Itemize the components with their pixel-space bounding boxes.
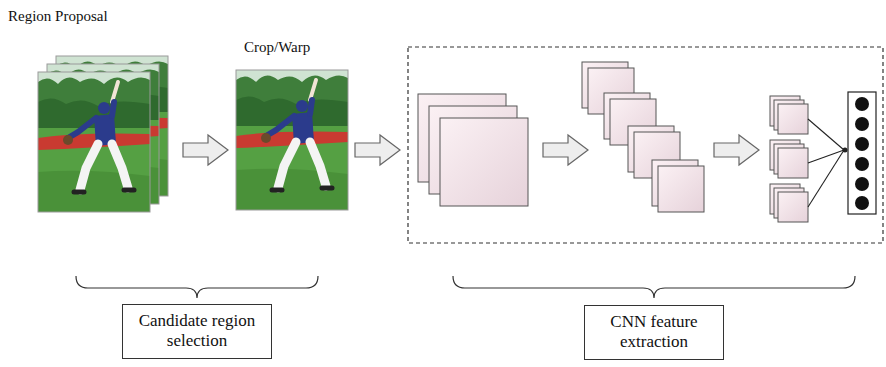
feature-map-stack bbox=[582, 62, 704, 212]
flow-arrow bbox=[183, 135, 228, 165]
bracket bbox=[453, 276, 855, 298]
step-label: Crop/Warp bbox=[244, 38, 310, 56]
dashed-region bbox=[408, 47, 883, 243]
section-heading: Region Proposal bbox=[8, 7, 108, 25]
caption-box: CNN feature extraction bbox=[584, 305, 724, 360]
flow-arrow bbox=[543, 135, 588, 165]
feature-map-stack bbox=[770, 96, 808, 222]
flow-arrow bbox=[355, 135, 400, 165]
fc-lines bbox=[808, 119, 844, 207]
photo bbox=[236, 70, 348, 210]
box-text: Candidate region selection bbox=[131, 311, 263, 352]
caption-box: Candidate region selection bbox=[122, 304, 272, 359]
flow-arrow bbox=[714, 135, 759, 165]
photo bbox=[38, 72, 150, 212]
box-text: CNN feature extraction bbox=[593, 312, 715, 353]
junction-dot bbox=[843, 148, 848, 153]
output-vector bbox=[848, 92, 876, 214]
feature-map-stack bbox=[418, 94, 528, 206]
bracket bbox=[76, 276, 318, 298]
